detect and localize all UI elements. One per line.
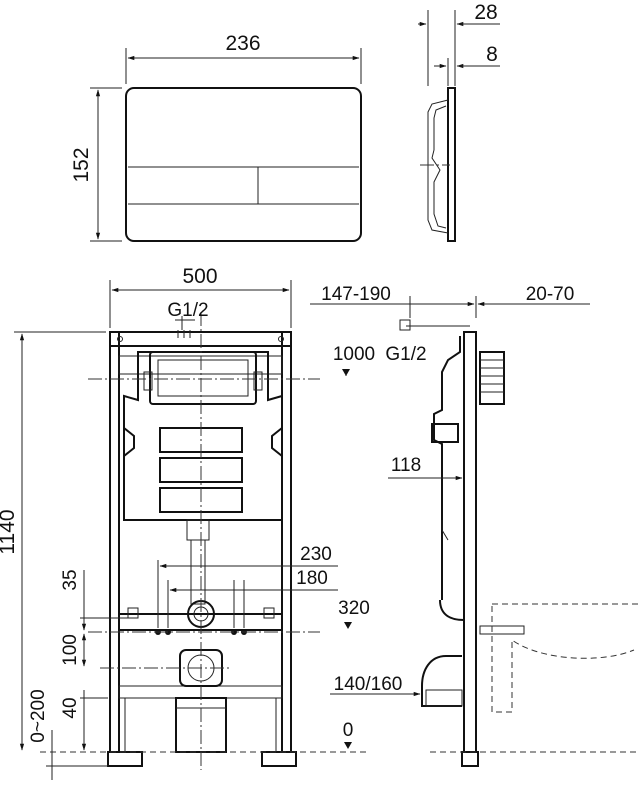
flush-depth-label: 118 bbox=[391, 455, 421, 476]
right-foot bbox=[261, 751, 297, 767]
floor-level-label: 0 bbox=[343, 720, 354, 741]
drain-offset-label: 100 bbox=[60, 634, 81, 666]
side-cistern-outline bbox=[433, 336, 461, 600]
frame-front-view: 500 G1/2 1140 1000 230 180 320 35 100 4 bbox=[0, 265, 375, 780]
side-flush-actuator bbox=[479, 351, 505, 405]
wall-depth-label: 20-70 bbox=[526, 284, 575, 305]
frame-right-post bbox=[281, 331, 292, 753]
plate-depth-label: 28 bbox=[474, 1, 497, 24]
button-height-label: 1000 bbox=[333, 344, 375, 365]
frame-height-label: 1140 bbox=[0, 509, 19, 554]
plate-width-label: 236 bbox=[225, 32, 260, 55]
front-inlet-label: G1/2 bbox=[167, 300, 208, 321]
adjust-range-label: 0~200 bbox=[28, 689, 49, 742]
plate-height-label: 152 bbox=[70, 147, 93, 182]
bolt-offset-label: 35 bbox=[60, 569, 81, 590]
plate-thickness-label: 8 bbox=[486, 43, 498, 66]
bolt-spacing-outer-label: 230 bbox=[300, 544, 332, 565]
bolt-height-label: 320 bbox=[338, 598, 370, 619]
left-foot bbox=[107, 751, 143, 767]
inlet-depth-label: 147-190 bbox=[321, 284, 391, 305]
cistern-tank bbox=[123, 351, 283, 521]
side-frame-post bbox=[463, 331, 477, 753]
frame-side-view: 147-190 20-70 G1/2 118 140/160 bbox=[310, 284, 639, 767]
frame-width-label: 500 bbox=[182, 265, 217, 288]
side-drain-elbow bbox=[421, 655, 462, 707]
bolt-spacing-inner-label: 180 bbox=[296, 568, 328, 589]
drain-diameter-label: 140/160 bbox=[334, 674, 403, 695]
flush-plate-outline bbox=[125, 87, 362, 242]
toilet-bowl-outline bbox=[491, 603, 639, 713]
flush-plate-side-view: 28 8 bbox=[418, 1, 500, 242]
frame-left-post bbox=[109, 331, 120, 753]
foot-offset-label: 40 bbox=[60, 697, 81, 718]
service-opening bbox=[149, 351, 257, 405]
side-inlet-label: G1/2 bbox=[385, 344, 426, 365]
flush-plate-front-view: 236 152 bbox=[70, 32, 362, 242]
